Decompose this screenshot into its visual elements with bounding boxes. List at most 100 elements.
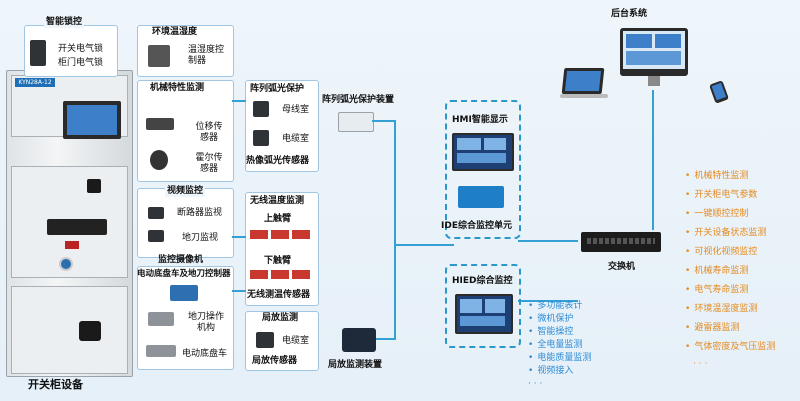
- controller-icon: [170, 285, 198, 301]
- camera-icon-2: [148, 230, 164, 242]
- wire-to-ide: [394, 244, 454, 246]
- operating-mechanism-icon: [148, 312, 174, 326]
- func-item-5: 可视化视频监控: [685, 247, 775, 258]
- chassis-item-2: 电动底盘车: [182, 349, 228, 359]
- env-device: 温湿度控制器: [188, 45, 225, 66]
- upper-arm-sensors: [250, 230, 314, 239]
- hied-item-2: 微机保护: [528, 314, 591, 325]
- func-item-10: 气体密度及气压监测: [685, 342, 775, 353]
- hmi-ide-group: [445, 100, 521, 239]
- control-knob: [59, 257, 73, 271]
- arc-sensor-icon-2: [253, 130, 269, 146]
- cabinet-hmi-screen: [63, 101, 121, 139]
- pd-footer: 局放传感器: [252, 356, 298, 366]
- pd-item: 电缆室: [282, 336, 310, 346]
- backend-title: 后台系统: [611, 9, 648, 19]
- hied-function-list: 多功能表计 微机保护 智能操控 全电量监测 电能质量监测 视频接入 · · ·: [528, 301, 591, 390]
- cabinet-title: 开关柜设备: [28, 378, 83, 391]
- hied-item-7: · · ·: [528, 379, 543, 389]
- arc-sensor-icon-1: [253, 101, 269, 117]
- arc-device-label: 阵列弧光保护装置: [322, 95, 395, 105]
- video-item-1: 断路器监视: [177, 208, 223, 218]
- func-item-9: 避雷器监测: [685, 323, 775, 334]
- func-item-1: 机械特性监测: [685, 171, 775, 182]
- hied-group: [445, 264, 521, 348]
- lower-arm-label: 下触臂: [264, 256, 292, 266]
- wire-main-vertical: [394, 120, 396, 340]
- mech-device-1: 位移传感器: [195, 122, 223, 143]
- lock-device: [79, 321, 101, 341]
- wireless-temp-footer: 无线测温传感器: [247, 290, 311, 300]
- hied-item-5: 电能质量监测: [528, 353, 591, 364]
- hied-item-4: 全电量监测: [528, 340, 591, 351]
- arc-title: 阵列弧光保护: [250, 84, 305, 94]
- hied-label: HIED综合监控: [452, 276, 513, 286]
- smart-lock-title: 智能锁控: [44, 17, 85, 28]
- pd-sensor-icon: [256, 332, 274, 348]
- chassis-item-1: 地刀操作机构: [188, 312, 225, 333]
- arc-footer: 热像弧光传感器: [246, 156, 310, 166]
- backend-monitor-stand: [648, 76, 660, 86]
- lock-icon: [30, 40, 46, 66]
- video-item-2: 地刀监视: [182, 233, 219, 243]
- mech-title: 机械特性监测: [150, 83, 205, 93]
- arc-item-1: 母线室: [282, 105, 310, 115]
- wire-cabinet-3: [232, 290, 246, 292]
- env-title: 环境温湿度: [152, 27, 198, 37]
- cabinet-bottom-panel: [11, 286, 128, 374]
- arc-protection-device: [338, 112, 374, 132]
- ide-label: IDE综合监控单元: [441, 221, 512, 231]
- network-switch: [581, 232, 661, 252]
- func-item-4: 开关设备状态监测: [685, 228, 775, 239]
- pd-device-label: 局放监测装置: [328, 360, 383, 370]
- hmi-label: HMI智能显示: [452, 115, 508, 125]
- phone-icon: [709, 80, 729, 104]
- func-item-7: 电气寿命监测: [685, 285, 775, 296]
- arc-item-2: 电缆室: [282, 134, 310, 144]
- breaker-indicator: [47, 219, 107, 235]
- video-footer: 监控摄像机: [158, 255, 204, 265]
- smart-lock-item-1: 开关电气锁: [58, 44, 104, 54]
- chassis-truck-icon: [146, 345, 176, 357]
- func-item-11: · · ·: [693, 359, 708, 369]
- antenna-device: [87, 179, 101, 193]
- ide-unit: [458, 186, 504, 208]
- laptop-icon: [561, 68, 605, 94]
- wire-arc-h: [372, 120, 396, 122]
- chassis-title: 电动底盘车及地刀控制器: [137, 269, 231, 279]
- laptop-base: [560, 94, 608, 98]
- wireless-temp-box: [245, 192, 319, 306]
- backend-monitor: [620, 28, 688, 76]
- pd-title: 局放监测: [262, 313, 299, 323]
- smart-lock-item-2: 柜门电气锁: [58, 58, 104, 68]
- backend-function-list: 机械特性监测 开关柜电气参数 一键顺控控制 开关设备状态监测 可视化视频监控 机…: [685, 171, 775, 370]
- hied-screen: [455, 294, 513, 334]
- func-item-6: 机械寿命监测: [685, 266, 775, 277]
- switchgear-cabinet: KYN28A-12: [6, 70, 133, 377]
- hmi-screen: [452, 133, 514, 171]
- func-item-3: 一键顺控控制: [685, 209, 775, 220]
- func-item-8: 环境温湿度监测: [685, 304, 775, 315]
- wire-pd-h: [376, 338, 396, 340]
- wireless-temp-title: 无线温度监测: [250, 196, 305, 206]
- thermo-hygrometer-icon: [148, 45, 170, 67]
- hied-item-3: 智能操控: [528, 327, 591, 338]
- camera-icon-1: [148, 207, 164, 219]
- displacement-sensor-icon: [146, 118, 174, 130]
- wire-switch-backend: [652, 90, 654, 230]
- mech-device-2: 霍尔传感器: [195, 153, 223, 174]
- red-indicator: [65, 241, 79, 249]
- upper-arm-label: 上触臂: [264, 214, 292, 224]
- cabinet-nameplate: KYN28A-12: [15, 78, 55, 87]
- wire-cabinet-1: [232, 100, 246, 102]
- hall-sensor-icon: [150, 150, 168, 170]
- pd-monitoring-device: [342, 328, 376, 352]
- video-box: [137, 188, 234, 258]
- video-title: 视频监控: [165, 186, 206, 197]
- lower-arm-sensors: [250, 270, 314, 279]
- hied-item-6: 视频接入: [528, 366, 591, 377]
- wire-cabinet-2: [232, 236, 246, 238]
- wire-ide-switch: [518, 240, 578, 242]
- arc-box: [245, 80, 319, 172]
- hied-item-1: 多功能表计: [528, 301, 591, 312]
